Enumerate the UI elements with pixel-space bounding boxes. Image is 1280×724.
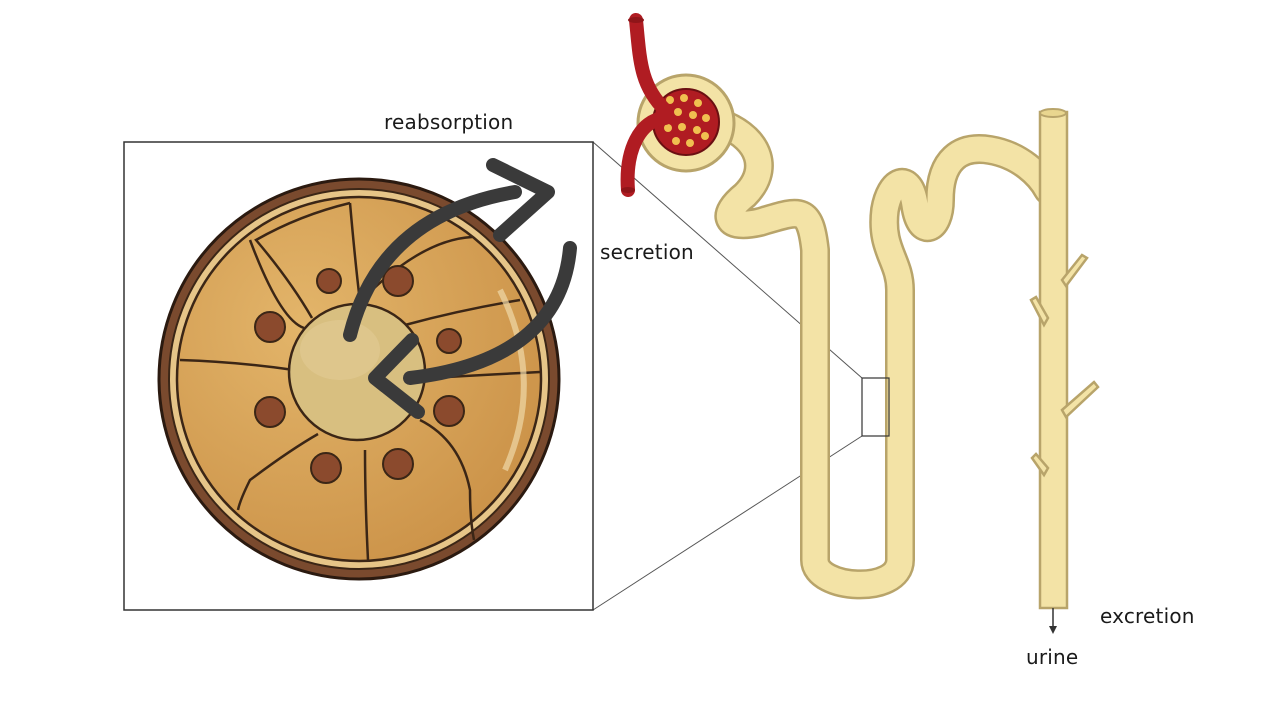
lumen-highlight — [300, 320, 380, 380]
nephron — [620, 13, 1100, 634]
glomerulus-dots — [660, 94, 710, 147]
nucleus — [254, 311, 286, 343]
zoom-region — [861, 377, 890, 437]
nucleus — [254, 396, 286, 428]
nucleus — [310, 452, 342, 484]
reabsorption-label: reabsorption — [384, 110, 514, 134]
secretion-label: secretion — [600, 240, 694, 264]
nuclei — [254, 265, 465, 484]
secretion-arrow — [368, 241, 577, 419]
collecting-duct — [1038, 110, 1069, 610]
reabsorption-arrow — [343, 158, 555, 342]
efferent-arteriole — [620, 111, 672, 197]
nucleus — [433, 395, 465, 427]
nucleus — [382, 265, 414, 297]
duct-branches — [1029, 253, 1100, 478]
tubule-cross-section — [157, 177, 561, 581]
nucleus — [436, 328, 462, 354]
excretion-label: excretion — [1100, 604, 1195, 628]
urine-label: urine — [1026, 645, 1079, 669]
nucleus — [382, 448, 414, 480]
ring-shine — [497, 288, 527, 472]
nucleus — [316, 268, 342, 294]
afferent-arteriole — [629, 13, 672, 117]
